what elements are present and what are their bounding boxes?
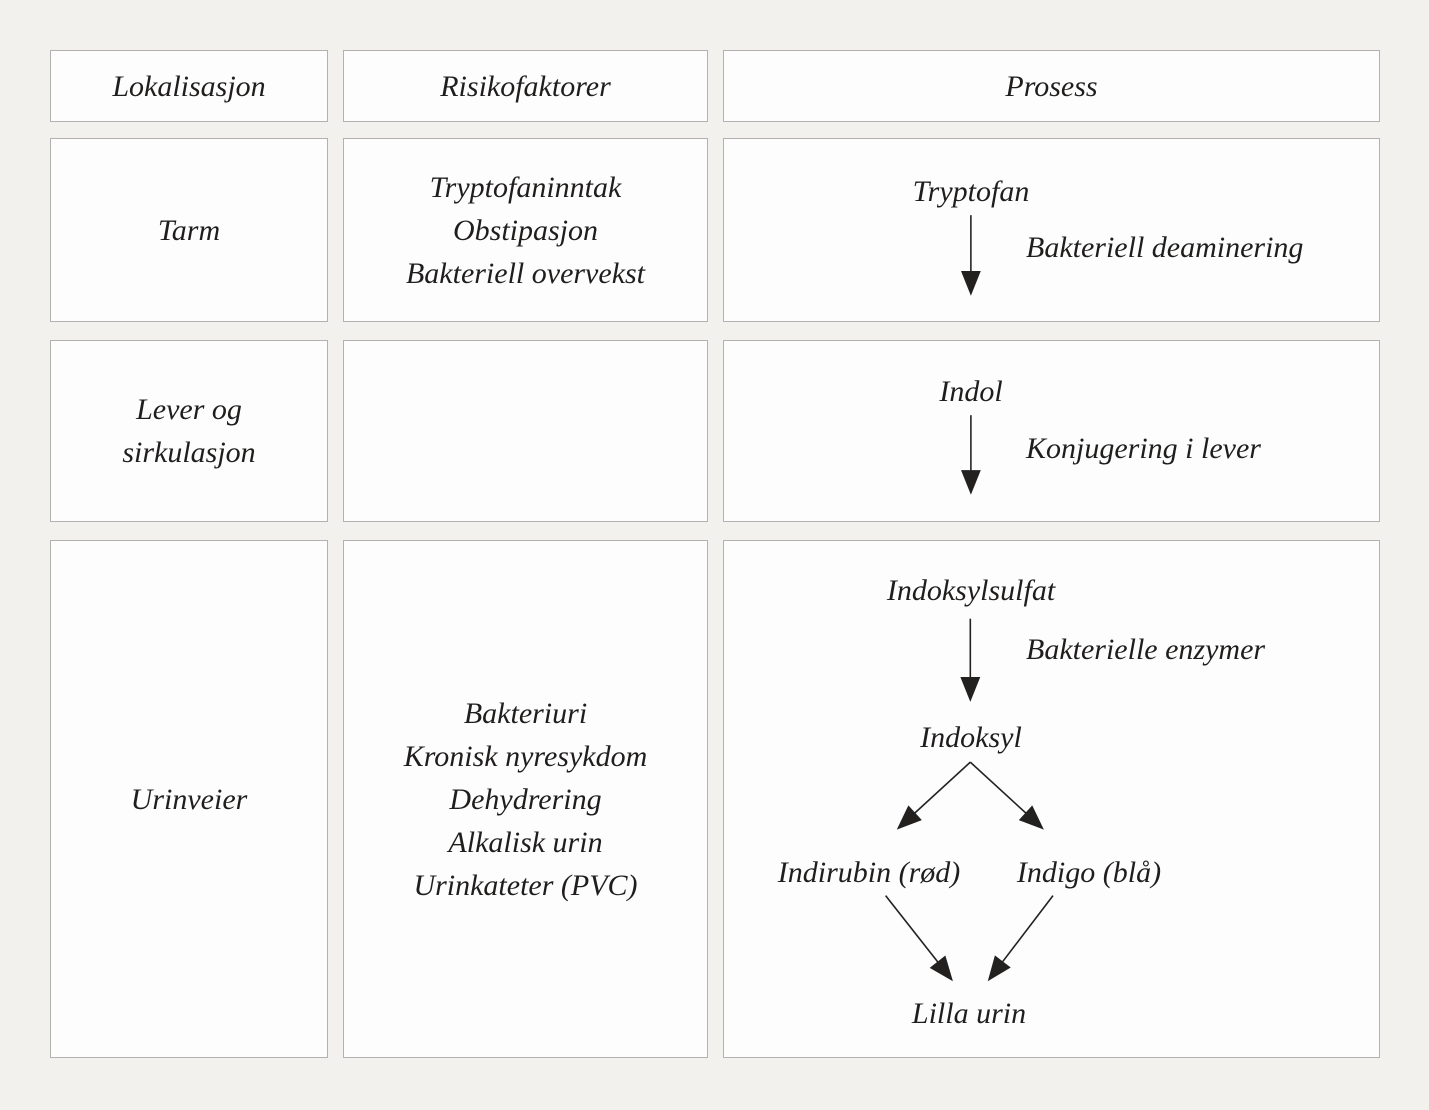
branch-left-label: Indirubin (rød) xyxy=(777,856,961,889)
substrate-label: Indoksylsulfat xyxy=(886,574,1056,607)
header-risk-factors: Risikofaktorer xyxy=(343,50,708,122)
cell-location-lever: Lever og sirkulasjon xyxy=(50,340,328,522)
location-label: Tarm xyxy=(157,213,221,247)
header-location-label: Lokalisasjon xyxy=(112,69,266,103)
header-process: Prosess xyxy=(723,50,1380,122)
location-label: Urinveier xyxy=(130,782,248,816)
cell-location-tarm: Tarm xyxy=(50,138,328,322)
cell-process-lever: Indol Konjugering i lever xyxy=(723,340,1380,522)
reaction-label: Konjugering i lever xyxy=(1026,432,1261,465)
result-label: Lilla urin xyxy=(911,997,1027,1030)
intermediate-label: Indoksyl xyxy=(920,721,1022,754)
cell-risk-lever-empty xyxy=(343,340,708,522)
risk-factor: Bakteriell overvekst xyxy=(405,256,646,290)
arrow-branch-left-icon xyxy=(896,761,971,830)
header-location: Lokalisasjon xyxy=(50,50,328,122)
cell-process-urinveier: Indoksylsulfat Bakterielle enzymer Indok… xyxy=(723,540,1380,1058)
risk-factor: Obstipasjon xyxy=(452,213,599,247)
risk-factor: Dehydrering xyxy=(449,782,602,816)
reaction-label: Bakterielle enzymer xyxy=(1026,633,1266,666)
arrow-merge-right-icon xyxy=(987,895,1054,982)
risk-factor: Tryptofaninntak xyxy=(429,170,622,204)
substrate-label: Indol xyxy=(939,375,1003,408)
cell-location-urinveier: Urinveier xyxy=(50,540,328,1058)
cell-risk-tarm: Tryptofaninntak Obstipasjon Bakteriell o… xyxy=(343,138,708,322)
process-arrows xyxy=(885,618,1054,982)
cell-process-tarm: Tryptofan Bakteriell deaminering xyxy=(723,138,1380,322)
cell-risk-urinveier: Bakteriuri Kronisk nyresykdom Dehydrerin… xyxy=(343,540,708,1058)
risk-factor: Urinkateter (PVC) xyxy=(413,868,638,902)
branch-right-label: Indigo (blå) xyxy=(1016,856,1162,889)
header-risk-factors-label: Risikofaktorer xyxy=(440,69,611,103)
process-arrows xyxy=(960,215,981,296)
risk-factor: Alkalisk urin xyxy=(448,825,603,859)
substrate-label: Tryptofan xyxy=(912,175,1030,208)
risk-factor: Kronisk nyresykdom xyxy=(403,739,648,773)
location-label: sirkulasjon xyxy=(122,436,256,469)
process-arrows xyxy=(961,415,981,495)
arrow-merge-left-icon xyxy=(885,895,953,982)
header-process-label: Prosess xyxy=(1005,69,1098,103)
arrow-branch-right-icon xyxy=(969,761,1044,830)
location-label: Lever og xyxy=(136,393,242,426)
reaction-label: Bakteriell deaminering xyxy=(1026,231,1304,264)
risk-factor: Bakteriuri xyxy=(463,696,588,730)
